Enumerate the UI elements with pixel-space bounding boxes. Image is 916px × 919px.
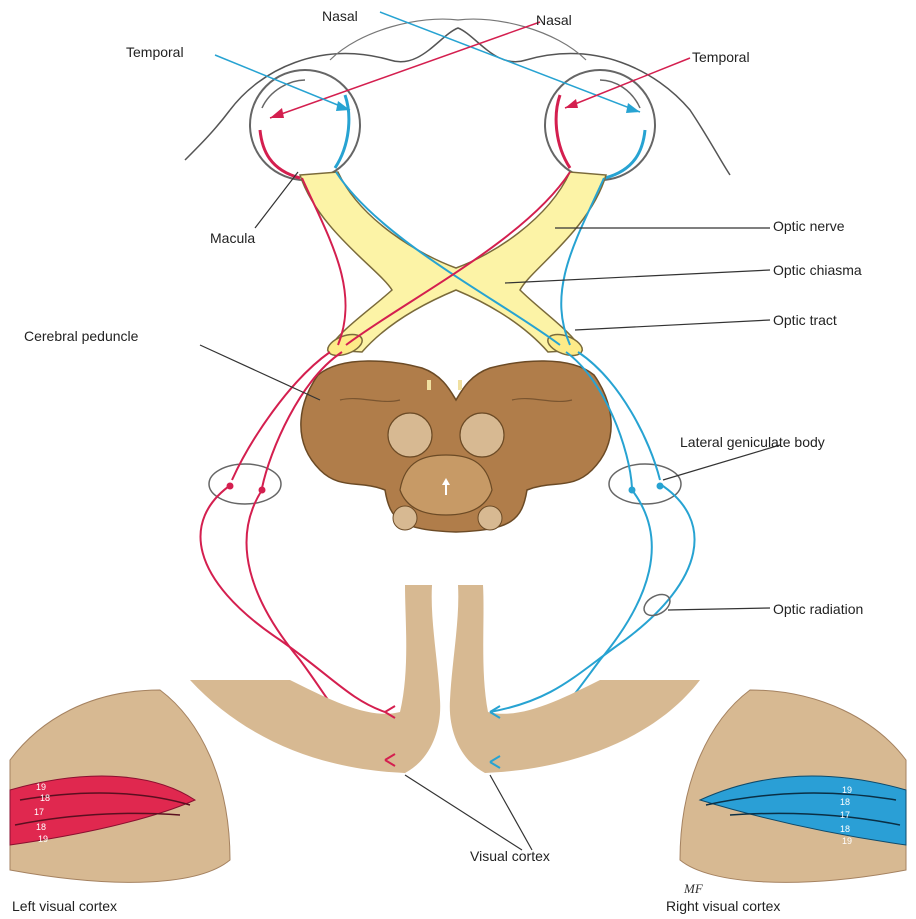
left-area-18-top: 18 bbox=[40, 793, 50, 803]
left-eye bbox=[250, 70, 360, 180]
right-area-19-top: 19 bbox=[842, 785, 852, 795]
left-lateral-geniculate-body bbox=[209, 464, 281, 504]
left-area-19-bottom: 19 bbox=[38, 834, 48, 844]
right-lateral-geniculate-body bbox=[609, 464, 681, 504]
right-area-17: 17 bbox=[840, 810, 850, 820]
label-lateral-geniculate-body: Lateral geniculate body bbox=[680, 434, 825, 450]
label-optic-radiation: Optic radiation bbox=[773, 601, 863, 617]
left-occipital-lobe bbox=[190, 585, 440, 773]
label-macula: Macula bbox=[210, 230, 255, 246]
right-area-19-bottom: 19 bbox=[842, 836, 852, 846]
left-visual-cortex-drawing: 19 18 17 18 19 bbox=[10, 690, 230, 882]
label-optic-nerve: Optic nerve bbox=[773, 218, 845, 234]
right-eye bbox=[545, 70, 655, 180]
face-outline-left bbox=[185, 110, 230, 160]
label-right-visual-cortex: Right visual cortex bbox=[666, 898, 780, 914]
left-area-18-bottom: 18 bbox=[36, 822, 46, 832]
optic-radiation-marker bbox=[640, 590, 673, 620]
label-optic-chiasma: Optic chiasma bbox=[773, 262, 862, 278]
label-cerebral-peduncle: Cerebral peduncle bbox=[24, 328, 138, 344]
right-area-18-top: 18 bbox=[840, 797, 850, 807]
label-temporal-right: Temporal bbox=[692, 49, 750, 65]
label-nasal-right: Nasal bbox=[536, 12, 572, 28]
midbrain-section bbox=[301, 361, 611, 532]
right-occipital-lobe bbox=[450, 585, 700, 773]
left-area-19-top: 19 bbox=[36, 782, 46, 792]
right-area-18-bottom: 18 bbox=[840, 824, 850, 834]
left-area-17: 17 bbox=[34, 807, 44, 817]
label-nasal-left: Nasal bbox=[322, 8, 358, 24]
optic-nerve-chiasma-tract bbox=[300, 172, 606, 352]
label-temporal-left: Temporal bbox=[126, 44, 184, 60]
illustrator-signature: MF bbox=[683, 881, 704, 896]
label-visual-cortex: Visual cortex bbox=[470, 848, 550, 864]
label-optic-tract: Optic tract bbox=[773, 312, 837, 328]
label-left-visual-cortex: Left visual cortex bbox=[12, 898, 117, 914]
right-visual-cortex-drawing: 19 18 17 18 19 bbox=[680, 690, 906, 882]
